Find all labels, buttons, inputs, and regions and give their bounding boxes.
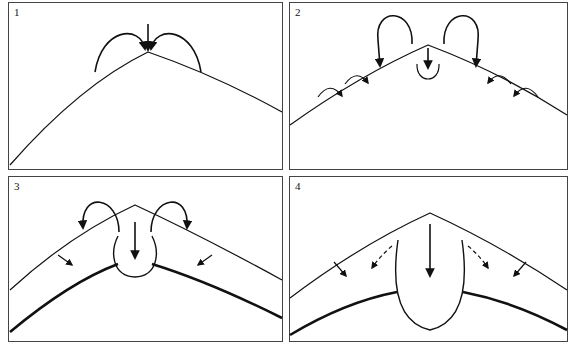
- panel-three-drawing: [10, 202, 282, 332]
- panel-frames: [9, 3, 568, 342]
- interface-line: [290, 292, 397, 335]
- flow-arrow: [427, 48, 429, 68]
- flow-arrow: [514, 262, 526, 276]
- flow-arrow: [83, 202, 119, 232]
- panel-frame: [290, 177, 568, 342]
- flow-arrow: [318, 88, 342, 97]
- flow-arrow: [151, 34, 201, 72]
- flow-arrow: [58, 255, 72, 265]
- surface-line: [290, 45, 567, 125]
- interface-line: [463, 292, 567, 330]
- panel-number: 3: [14, 180, 20, 192]
- flow-arrow: [334, 262, 346, 276]
- panel-number: 2: [295, 6, 301, 18]
- surface-line: [10, 205, 282, 290]
- flow-arrow: [514, 88, 538, 97]
- flow-arrow: [95, 34, 145, 72]
- flow-arrow: [147, 24, 149, 50]
- interface-line: [152, 264, 282, 318]
- flow-arrow: [378, 16, 412, 66]
- surface-line: [10, 52, 282, 165]
- flow-arrow: [134, 222, 136, 258]
- panel-frame: [290, 3, 568, 170]
- bubble-outline: [417, 64, 439, 79]
- panel-frame: [9, 177, 283, 342]
- panel-two-drawing: [290, 16, 567, 125]
- flow-arrow: [444, 16, 478, 66]
- flow-arrow: [151, 202, 187, 232]
- flow-arrow: [345, 76, 368, 84]
- panel-number: 1: [14, 6, 20, 18]
- flow-arrow: [198, 255, 212, 265]
- flow-arrow: [468, 246, 488, 268]
- flow-arrow: [429, 224, 431, 276]
- interface-line: [10, 264, 118, 332]
- surface-line: [290, 213, 567, 298]
- panel-number: 4: [295, 180, 301, 192]
- flow-arrow: [488, 76, 511, 84]
- panel-four-drawing: [290, 213, 567, 335]
- flow-arrow: [372, 246, 392, 268]
- panel-frame: [9, 3, 283, 170]
- panel-one-drawing: [10, 24, 282, 165]
